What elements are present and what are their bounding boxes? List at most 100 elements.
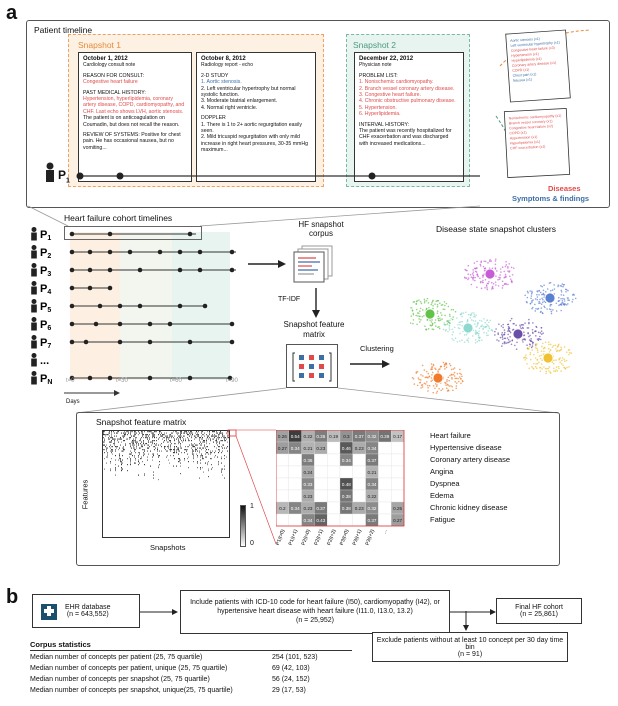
snapshots-axis-label: Snapshots [150, 543, 186, 552]
exclude-box: Exclude patients without at least 10 con… [372, 632, 568, 662]
event-dot [197, 249, 203, 255]
heat-cell [391, 453, 405, 467]
cluster [494, 317, 544, 351]
svg-text:Chest pain (x1): Chest pain (x1) [512, 72, 536, 78]
arrow-ehr-include [140, 609, 178, 615]
inset-zoom-lines [75, 387, 559, 414]
heat-cell [314, 489, 328, 503]
heat-cell [327, 453, 341, 467]
days-arrow [64, 390, 120, 396]
matrix-icon [292, 352, 332, 382]
cohort-row: PN [31, 371, 233, 386]
ehr-db-n: (n = 643,552) [66, 611, 109, 618]
heat-cell [378, 513, 392, 527]
heat-value: 0.32 [368, 434, 377, 439]
cluster-centroid [424, 308, 436, 320]
time-label-t30: t=30 [116, 378, 128, 384]
heat-row-label: Hypertensive disease [430, 443, 502, 452]
heat-value: 0.24 [304, 470, 313, 475]
heat-cell [378, 489, 392, 503]
event-dot [83, 339, 89, 345]
note-line: 6. Hyperlipidemia. [359, 111, 401, 118]
note-source: Cardiology consult note [83, 62, 136, 69]
heat-cell [276, 513, 289, 527]
stats-row: Median number of concepts per snapshot, … [30, 687, 306, 694]
heat-row-label: Edema [430, 491, 454, 500]
heat-value: 0.38 [342, 506, 351, 511]
heat-col-label: P1(t+1) [288, 528, 299, 546]
person-icon [31, 353, 37, 367]
note-line: 1. Nonischemic cardiomyopathy. [359, 79, 434, 86]
heat-cell [378, 441, 392, 455]
hf-corpus-label: HF snapshot corpus [298, 220, 344, 238]
event-dot [107, 267, 113, 273]
heat-row-label: Fatigue [430, 515, 456, 524]
event-dot [69, 267, 75, 273]
person-icon [31, 227, 37, 241]
colorbar [240, 505, 246, 547]
tfidf-label: TF-IDF [278, 296, 301, 303]
event-dot [177, 249, 183, 255]
heat-col-label: ... [382, 529, 389, 535]
heat-col-label: P3(t+2) [365, 528, 376, 546]
heat-cell [391, 441, 405, 455]
note-radiology-echo: October 8, 2012 Radiology report - echo … [196, 52, 316, 182]
event-dot [69, 231, 75, 237]
heat-cell [327, 477, 341, 491]
cohort-row: P2 [31, 245, 236, 260]
heat-cell [288, 477, 302, 491]
heat-value: 0.23 [304, 506, 313, 511]
heat-row-label: Angina [430, 467, 454, 476]
event-dot [147, 375, 153, 381]
heat-cell [378, 465, 392, 479]
cluster-scatter [410, 258, 577, 394]
note-line: 4. Chronic obstructive pulmonary disease… [359, 98, 456, 105]
heat-cell [391, 489, 405, 503]
event-dot [69, 339, 75, 345]
note-line: 2. Mild tricuspid regurgitation with onl… [201, 134, 308, 154]
event-dot [117, 321, 123, 327]
note-line: The patient was recently hospitalized fo… [359, 128, 452, 147]
event-dot [147, 321, 153, 327]
heat-cell [339, 513, 353, 527]
heat-value: 0.22 [304, 434, 313, 439]
arrow-to-matrix [312, 288, 320, 318]
svg-text:Congestive heart failure (x2): Congestive heart failure (x2) [509, 124, 553, 130]
heat-cell [378, 477, 392, 491]
event-dot [87, 375, 93, 381]
heat-value: 0.23 [355, 446, 364, 451]
heat-col-label: P3(t+1) [352, 528, 363, 546]
matrix-inset-box [76, 412, 560, 566]
concept-doc-1: Aortic stenosis (x1) Left ventricular hy… [505, 29, 571, 103]
heat-cell [276, 489, 289, 503]
heat-cell [352, 453, 366, 467]
heat-value: 0.37 [368, 518, 377, 523]
heat-cell [327, 489, 341, 503]
event-dot [187, 231, 193, 237]
final-cohort-label: Final HF cohort [515, 604, 563, 611]
event-dot [69, 303, 75, 309]
time-label-t60: t=60 [170, 378, 182, 384]
p1-timeline [46, 162, 480, 182]
heat-col-label: P2(t+2) [326, 528, 337, 546]
event-dot [69, 375, 75, 381]
svg-text:Aortic stenosis (x1): Aortic stenosis (x1) [510, 37, 540, 43]
zoom-lines [27, 205, 481, 227]
heat-cell [352, 489, 366, 503]
cluster [524, 281, 577, 315]
cohort-row: ... [31, 353, 49, 367]
heat-value: 0.17 [393, 434, 402, 439]
time-label-t0: t=0 [66, 378, 75, 384]
corpus-doc-icon [293, 245, 333, 283]
p1-label: P1 [58, 168, 70, 185]
heat-value: 0.33 [304, 482, 313, 487]
heat-cell [327, 501, 341, 515]
legend-symptoms: Symptoms & findings [512, 194, 590, 203]
exclude-text: Exclude patients without at least 10 con… [376, 636, 564, 651]
corpus-stats: Corpus statistics Median number of conce… [30, 640, 352, 696]
final-cohort-n: (n = 25,861) [520, 611, 558, 618]
person-icon [31, 335, 37, 349]
heat-cell [314, 453, 328, 467]
